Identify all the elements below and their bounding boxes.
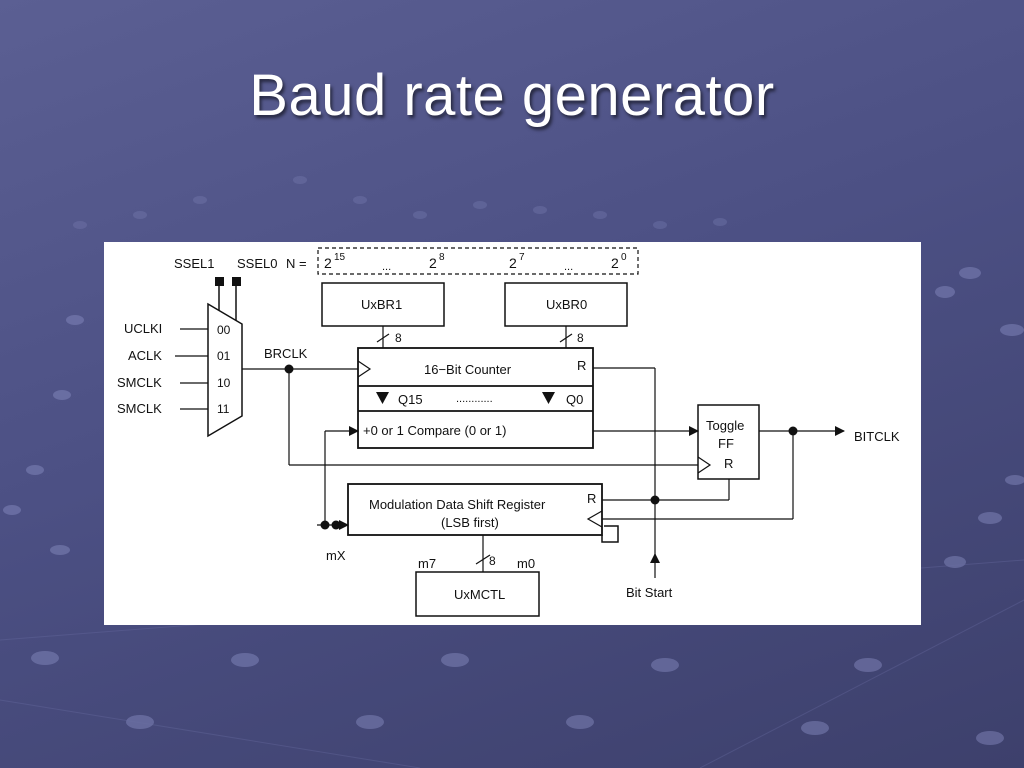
uxmctl-register: m7 8 m0 UxMCTL (415, 535, 540, 617)
uxbr-registers: UxBR1 UxBR0 8 8 (321, 282, 628, 348)
bit-start-wires (593, 367, 730, 578)
mux-input-smclk-a: SMCLK (117, 375, 162, 390)
mux-input-uclki: UCLKI (124, 321, 162, 336)
uxbr1-label: UxBR1 (361, 297, 402, 312)
power-8-base: 2 (429, 255, 437, 271)
q15-label: Q15 (398, 392, 423, 407)
uxbr0-label: UxBR0 (546, 297, 587, 312)
uxbr1-register (321, 282, 445, 327)
power-15-exp: 15 (334, 252, 346, 263)
counter-reset-label: R (577, 358, 586, 373)
uxmctl-box (415, 571, 540, 617)
select-pins: SSEL1 SSEL0 N = (174, 256, 307, 322)
ssel1-label: SSEL1 (174, 256, 214, 271)
modulation-label: Modulation Data Shift Register (369, 497, 546, 512)
mctl-bus-width: 8 (489, 554, 496, 568)
clock-source-mux: UCLKI ACLK SMCLK SMCLK 00 01 10 11 BRCLK (117, 302, 308, 438)
power-0-base: 2 (611, 255, 619, 271)
q0-arrow (542, 392, 555, 404)
mux-code-10: 10 (217, 376, 231, 390)
compare-label: +0 or 1 Compare (0 or 1) (363, 423, 506, 438)
baud-rate-diagram: SSEL1 SSEL0 N = 2 15 ... 2 8 2 7 ... 2 0… (104, 242, 921, 625)
m0-label: m0 (517, 556, 535, 571)
counter-block: 16−Bit Counter R Q15 ............ Q0 +0 … (357, 347, 594, 449)
uxbr0-register (504, 282, 628, 327)
power-8-exp: 8 (439, 252, 445, 263)
counter-label: 16−Bit Counter (424, 362, 512, 377)
mux-shape (207, 302, 243, 438)
mx-junction-a (320, 520, 330, 530)
toggle-reset-label: R (724, 456, 733, 471)
power-7-base: 2 (509, 255, 517, 271)
counter-clock-input (357, 360, 372, 378)
slide-title: Baud rate generator (249, 63, 775, 128)
ssel1-pin (215, 277, 224, 286)
n-equals-label: N = (286, 256, 307, 271)
bitclk-output (592, 426, 845, 520)
power-dots-1: ... (382, 261, 391, 273)
mux-code-01: 01 (217, 349, 231, 363)
toggle-flipflop: Toggle FF R (697, 404, 760, 480)
bitclk-label: BITCLK (854, 429, 900, 444)
power-0-exp: 0 (621, 252, 627, 263)
bit-start-junction (650, 495, 660, 505)
brclk-wires (242, 364, 711, 470)
brclk-junction (284, 364, 294, 374)
ssel0-label: SSEL0 (237, 256, 277, 271)
mux-code-11: 11 (217, 402, 230, 416)
power-7-exp: 7 (519, 252, 525, 263)
divider-powers-box: 2 15 ... 2 8 2 7 ... 2 0 (317, 247, 639, 275)
modulation-box (347, 483, 603, 536)
lsb-first-label: (LSB first) (441, 515, 499, 530)
mx-junction-b (331, 520, 341, 530)
modulation-register: Modulation Data Shift Register (LSB firs… (347, 483, 619, 543)
mux-code-00: 00 (217, 323, 231, 337)
q-dots: ............ (456, 393, 493, 405)
toggle-label: Toggle (706, 418, 744, 433)
brclk-label: BRCLK (264, 346, 308, 361)
m7-label: m7 (418, 556, 436, 571)
mx-label: mX (326, 548, 346, 563)
mux-input-aclk: ACLK (128, 348, 162, 363)
modulation-reset-label: R (587, 491, 596, 506)
mux-input-smclk-b: SMCLK (117, 401, 162, 416)
uxbr0-bus-width: 8 (577, 331, 584, 345)
uxbr1-bus-width: 8 (395, 331, 402, 345)
bit-start-label: Bit Start (626, 585, 673, 600)
q15-arrow (376, 392, 389, 404)
power-15-base: 2 (324, 255, 332, 271)
ff-label: FF (718, 436, 734, 451)
bitclk-junction (788, 426, 798, 436)
q0-label: Q0 (566, 392, 583, 407)
power-dots-2: ... (564, 261, 573, 273)
uxmctl-label: UxMCTL (454, 587, 505, 602)
counter-outline (357, 347, 594, 449)
ssel0-pin (232, 277, 241, 286)
